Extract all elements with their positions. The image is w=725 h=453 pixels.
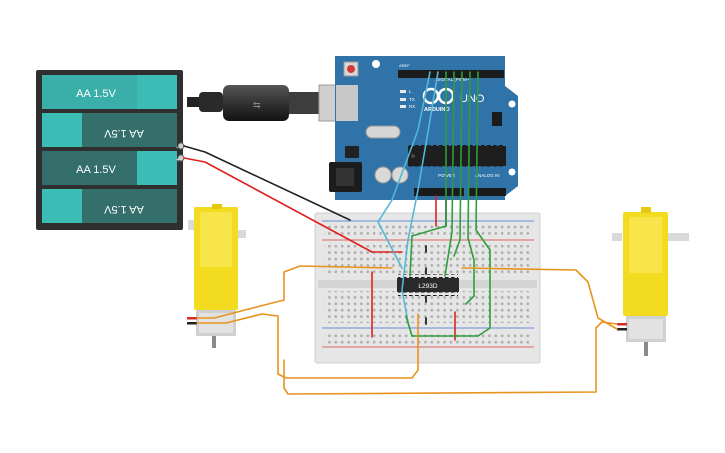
usb-plug-neck: [289, 92, 319, 114]
battery-cell-1[interactable]: AA 1.5V: [42, 75, 177, 109]
led-rx-label: RX: [409, 104, 415, 109]
motor-shaft: [667, 233, 689, 241]
motor-terminal-black[interactable]: [617, 328, 627, 331]
plus-mark: +: [176, 157, 180, 164]
bottom-power-rail[interactable]: [324, 331, 532, 344]
battery-pack[interactable]: AA 1.5V AA 1.5V AA 1.5V AA 1.5V - +: [36, 70, 185, 230]
mounting-hole: [508, 168, 516, 176]
motor-shaft-rear: [212, 336, 216, 348]
motor-axle: [236, 230, 246, 238]
icsp-header: [492, 112, 502, 126]
power-header-label: POWER: [438, 173, 456, 178]
dc-motor-right[interactable]: [612, 207, 689, 356]
analog-pin-holes: [469, 189, 505, 195]
battery-cell-label: AA 1.5V: [76, 164, 116, 176]
battery-cell-3[interactable]: AA 1.5V: [42, 151, 177, 185]
atmega-microcontroller: [408, 146, 506, 166]
top-terminal-strip[interactable]: [324, 245, 532, 277]
battery-terminal-minus[interactable]: [177, 142, 185, 150]
motor-terminal-red[interactable]: [617, 323, 627, 326]
l293d-driver-chip[interactable]: L293D: [397, 274, 459, 296]
motor-can-face: [629, 319, 663, 339]
chip-notch: [411, 154, 415, 158]
usb-cable-boot: [199, 92, 223, 112]
usb-plug-body: [223, 85, 289, 121]
motor-gearbox-highlight: [629, 217, 662, 273]
dc-motor-left[interactable]: [187, 204, 246, 348]
wire-orange-motor-right-b[interactable]: [461, 267, 618, 330]
l293d-pins-top: [398, 274, 458, 278]
motor-gearbox-highlight: [200, 212, 232, 267]
crystal-oscillator: [365, 125, 401, 139]
led-l-label: L: [409, 89, 412, 94]
dc-power-jack-hole: [336, 168, 354, 186]
mounting-hole: [372, 60, 380, 68]
minus-mark: -: [176, 145, 179, 152]
usb-port: [336, 85, 358, 121]
voltage-regulator: [345, 146, 359, 158]
wire-battery-negative[interactable]: [183, 145, 351, 221]
l293d-label: L293D: [418, 283, 437, 290]
motor-clip: [641, 207, 651, 213]
motor-terminal-black[interactable]: [187, 322, 197, 325]
wire-green-signal[interactable]: [444, 71, 455, 277]
capacitor: [391, 166, 409, 184]
chip-pins-top: [409, 143, 505, 146]
wire-green-signal[interactable]: [465, 71, 475, 305]
battery-cell-4[interactable]: AA 1.5V: [42, 189, 177, 223]
arduino-logo-text: ARDUINO: [424, 107, 450, 113]
wire-green-signal[interactable]: [409, 71, 447, 277]
battery-cell-label: AA 1.5V: [103, 203, 143, 215]
mounting-hole: [508, 100, 516, 108]
analog-header-label: ANALOG IN: [475, 173, 500, 178]
led-tx: [400, 98, 406, 101]
battery-cell-2[interactable]: AA 1.5V: [42, 113, 177, 147]
wire-orange-motor-left-a[interactable]: [196, 265, 393, 319]
wire-blue-signal[interactable]: [377, 71, 431, 269]
led-l: [400, 90, 406, 93]
power-pin-holes: [415, 189, 463, 195]
capacitor: [374, 166, 392, 184]
motor-axle: [612, 233, 622, 241]
usb-cable-strain-relief: [187, 97, 201, 107]
wire-green-signal[interactable]: [405, 71, 491, 337]
reset-button-cap[interactable]: [347, 65, 355, 73]
wire-blue-signal[interactable]: [401, 71, 439, 323]
l293d-pins-bottom: [398, 292, 458, 296]
wire-orange-motor-left-b[interactable]: [196, 313, 419, 379]
bottom-terminal-strip[interactable]: [324, 291, 532, 323]
motor-clip: [212, 204, 222, 209]
wire-battery-positive[interactable]: [183, 157, 373, 253]
digital-pin-holes: [399, 71, 503, 77]
usb-cable[interactable]: ⇆: [187, 84, 356, 122]
l293d-body: [397, 278, 459, 292]
motor-terminal-red[interactable]: [187, 317, 197, 320]
arduino-model-text: UNO: [460, 93, 485, 105]
chip-pins-bottom: [409, 166, 505, 169]
motor-shaft-rear: [644, 342, 648, 356]
wires: [183, 71, 618, 395]
wire-green-signal[interactable]: [453, 71, 463, 257]
aref-label: AREF: [399, 63, 410, 68]
battery-cell-label: AA 1.5V: [76, 88, 116, 100]
led-rx: [400, 105, 406, 108]
arduino-uno-board[interactable]: DIGITAL (PWM~) AREF L TX RX ARDUINO UNO …: [329, 56, 518, 200]
led-tx-label: TX: [409, 97, 415, 102]
motor-shaft: [188, 220, 196, 230]
wire-orange-motor-right-a[interactable]: [283, 321, 618, 395]
battery-cell-label: AA 1.5V: [103, 127, 143, 139]
usb-icon: ⇆: [253, 100, 261, 110]
